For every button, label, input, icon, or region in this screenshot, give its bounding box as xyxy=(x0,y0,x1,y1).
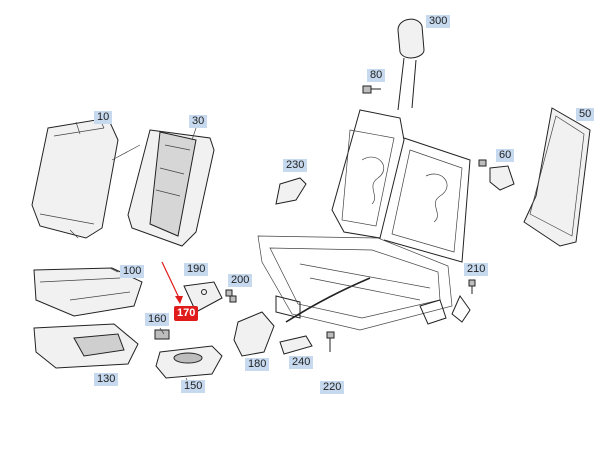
callout-60: 60 xyxy=(496,149,515,162)
part-160-clip xyxy=(154,329,170,340)
callout-130: 130 xyxy=(94,373,119,386)
callout-240: 240 xyxy=(289,356,314,369)
callout-150: 150 xyxy=(181,380,206,393)
callout-80: 80 xyxy=(367,69,386,82)
callout-10: 10 xyxy=(94,111,113,124)
callout-220: 220 xyxy=(320,381,345,394)
callout-230: 230 xyxy=(283,159,308,172)
callout-100: 100 xyxy=(120,265,145,278)
part-220-screw xyxy=(326,331,335,352)
callout-30: 30 xyxy=(189,115,208,128)
callout-180: 180 xyxy=(245,358,270,371)
part-10-backrest-cover xyxy=(31,117,119,239)
part-200-screws xyxy=(225,289,237,303)
part-300-headrest xyxy=(397,18,425,111)
callout-200: 200 xyxy=(228,274,253,287)
part-60-latch xyxy=(478,159,515,191)
callout-300: 300 xyxy=(426,15,451,28)
part-130-seat-foam xyxy=(33,323,139,369)
part-30-backrest-foam xyxy=(127,129,215,247)
part-180-trim xyxy=(233,311,275,357)
part-240-cover xyxy=(279,335,313,355)
part-190-bracket xyxy=(183,281,223,313)
part-100-seat-cover xyxy=(33,267,143,317)
part-50-back-panel xyxy=(523,107,591,247)
callout-50: 50 xyxy=(576,108,595,121)
part-150-cup-holder xyxy=(155,345,223,379)
callout-170-highlighted: 170 xyxy=(174,306,199,321)
callout-160: 160 xyxy=(145,313,170,326)
callout-210: 210 xyxy=(464,263,489,276)
part-80-bolt xyxy=(362,85,381,94)
seat-frame xyxy=(257,109,471,331)
part-230-bracket xyxy=(275,177,307,205)
highlight-arrow xyxy=(161,261,183,304)
part-210-bolt xyxy=(468,279,476,294)
callout-190: 190 xyxy=(184,263,209,276)
